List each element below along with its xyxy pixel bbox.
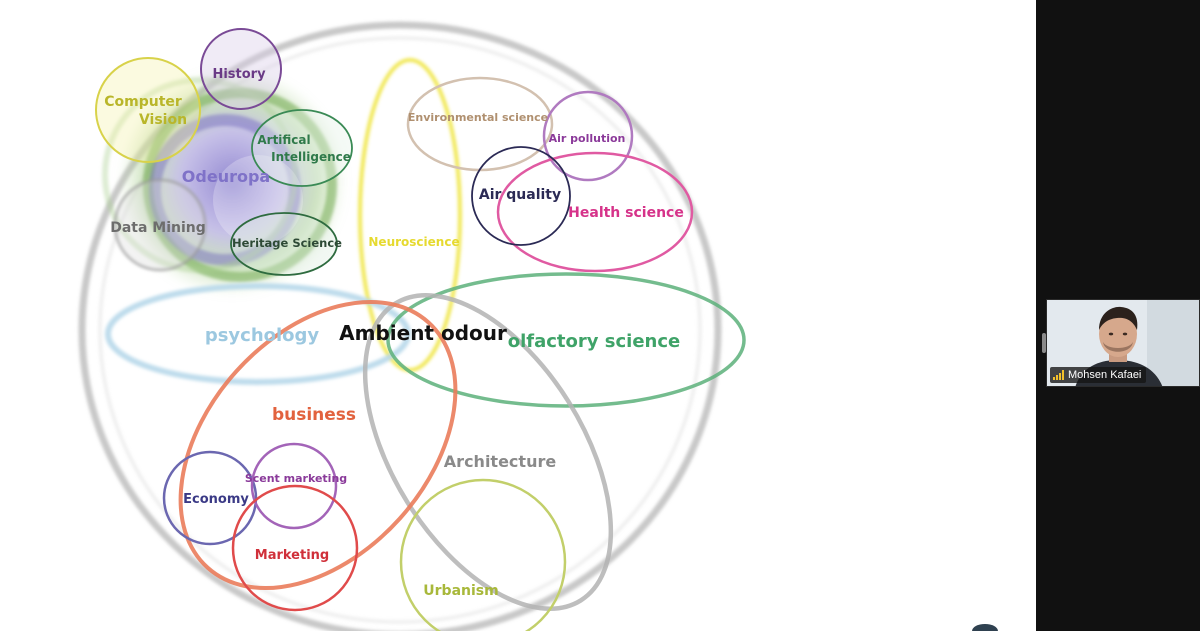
architecture-ellipse [362,293,614,611]
environmental-science-ellipse [406,76,554,172]
business-ellipse [178,299,458,591]
health-science-ellipse [496,151,694,273]
air-pollution-circle [542,90,634,182]
label-olfactory-science: olfactory science [508,331,681,352]
label-environmental-science: Environmental science [408,111,548,124]
label-odeuropa: Odeuropa [182,167,270,186]
label-marketing: Marketing [255,548,329,563]
label-architecture: Architecture [444,452,557,471]
label-heritage-science: Heritage Science [232,236,342,250]
data-mining-circle [114,179,206,271]
marketing-circle [231,484,359,612]
label-artificial-intelligence-line1: Artifical [257,133,310,147]
outer-sphere-outline [78,21,722,631]
signal-strength-icon [1053,370,1064,380]
participant-name-tag: Mohsen Kafaei [1050,367,1147,383]
economy-circle [162,450,258,546]
presentation-slide: History Computer Vision Artifical Intell… [78,21,998,631]
label-history: History [212,67,266,82]
dark-corner-element [972,624,998,631]
artificial-intelligence-circle [251,109,353,187]
scent-marketing-circle [250,442,338,530]
air-quality-circle [471,146,571,246]
label-health-science: Health science [568,205,684,221]
label-artificial-intelligence-line2: Intelligence [271,150,351,164]
computer-vision-circle [95,57,201,163]
participant-video-tile[interactable]: Mohsen Kafaei [1046,299,1200,387]
label-urbanism: Urbanism [423,583,498,599]
label-air-quality: Air quality [479,187,561,203]
participant-name: Mohsen Kafaei [1068,369,1142,381]
panel-resize-handle[interactable] [1042,333,1046,353]
odour-research-venn-diagram: History Computer Vision Artifical Intell… [78,21,746,631]
history-circle [200,28,282,110]
label-psychology: psychology [205,325,320,346]
urbanism-circle [399,478,567,631]
heritage-science-circle [230,212,338,276]
olfactory-science-ellipse [386,272,746,408]
label-economy: Economy [183,492,249,507]
label-neuroscience: Neuroscience [368,235,459,249]
label-computer-vision-line2: Vision [139,112,187,128]
psychology-ellipse [105,283,411,385]
label-data-mining: Data Mining [110,220,206,236]
label-scent-marketing: Scent marketing [245,472,347,485]
label-ambient-odour: Ambient odour [339,321,507,345]
label-computer-vision-line1: Computer [104,94,182,110]
label-business: business [272,405,356,425]
label-air-pollution: Air pollution [549,132,626,145]
